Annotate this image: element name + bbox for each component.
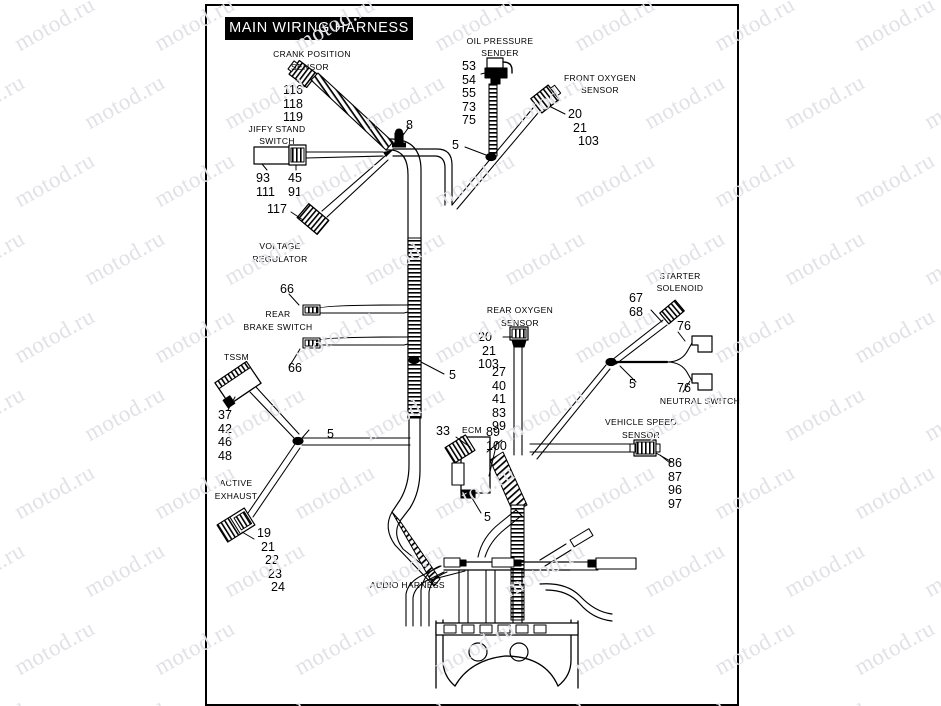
callout-68: 68: [629, 304, 643, 319]
callouts-vehicle-speed-sensor: 86 87 96 97: [668, 456, 682, 511]
label-rear-brake-switch-line1: REAR: [265, 309, 291, 319]
label-jiffy-stand-switch-line1: JIFFY STAND: [248, 124, 306, 134]
callout-48: 48: [218, 448, 232, 463]
callout-86: 86: [668, 456, 682, 470]
label-vehicle-speed-sensor-line1: VEHICLE SPEED: [604, 417, 678, 427]
callout-103: 103: [478, 357, 499, 372]
callout-83: 83: [492, 405, 506, 420]
callout-75: 75: [462, 113, 476, 128]
label-audio-harness: AUDIO HARNESS: [370, 580, 445, 590]
callout-42: 42: [218, 421, 232, 436]
callouts-jiffy-stand-right: 45 91: [288, 171, 302, 199]
label-neutral-switch: NEUTRAL SWITCH: [659, 396, 741, 406]
callout-8: 8: [406, 118, 413, 132]
callout-76-upper: 76: [677, 319, 691, 333]
callouts-active-exhaust: 19 21 22 23 24: [257, 526, 285, 595]
label-active-exhaust-line1: ACTIVE: [219, 478, 253, 488]
callout-66-lower: 66: [288, 361, 302, 375]
callout-20: 20: [478, 330, 492, 344]
label-rear-brake-switch-line2: BRAKE SWITCH: [243, 322, 313, 332]
callout-21: 21: [261, 539, 275, 554]
callout-76-lower: 76: [677, 381, 691, 395]
callout-24: 24: [271, 580, 285, 595]
label-rear-oxygen-sensor-line1: REAR OXYGEN: [486, 305, 554, 315]
callout-116: 116: [283, 83, 303, 97]
callout-20: 20: [568, 107, 582, 121]
callout-54: 54: [462, 72, 476, 87]
label-rear-oxygen-sensor-line2: SENSOR: [501, 318, 539, 328]
callouts-jiffy-stand-left: 93 111: [256, 171, 276, 199]
callout-87: 87: [668, 469, 682, 484]
callout-103: 103: [578, 134, 599, 149]
callout-53: 53: [462, 59, 476, 73]
callout-96: 96: [668, 483, 682, 498]
label-oil-pressure-sender-line2: SENDER: [481, 48, 519, 58]
label-starter-solenoid-line1: STARTER: [659, 271, 701, 281]
label-crank-position-sensor-line1: CRANK POSITION: [273, 49, 351, 59]
label-vehicle-speed-sensor-line2: SENSOR: [622, 430, 660, 440]
callout-37: 37: [218, 408, 232, 422]
callout-45: 45: [288, 171, 302, 185]
callout-21: 21: [482, 343, 496, 358]
callout-91: 91: [288, 184, 302, 199]
callout-118: 118: [283, 96, 303, 111]
callout-117: 117: [267, 202, 287, 216]
callout-21: 21: [573, 120, 587, 135]
callout-5-ecm: 5: [484, 510, 491, 524]
callout-97: 97: [668, 496, 682, 511]
label-starter-solenoid-line2: SOLENOID: [656, 283, 704, 293]
callouts-starter-solenoid: 67 68: [629, 291, 643, 319]
callout-89: 89: [486, 425, 500, 439]
callout-19: 19: [257, 526, 271, 540]
callouts-tssm: 37 42 46 48: [218, 408, 232, 463]
callout-23: 23: [268, 566, 282, 581]
callout-5-right: 5: [629, 377, 636, 391]
callout-5-trunk: 5: [449, 368, 456, 382]
label-oil-pressure-sender-line1: OIL PRESSURE: [466, 36, 534, 46]
callouts-ecm-upper: 27 40 41 83 99: [492, 365, 506, 434]
callout-67: 67: [629, 291, 643, 305]
callout-22: 22: [265, 553, 279, 568]
callout-119: 119: [283, 110, 303, 125]
callouts-front-oxygen-sensor: 20 21 103: [568, 107, 599, 149]
callout-93: 93: [256, 171, 270, 185]
label-voltage-regulator-line1: VOLTAGE: [259, 241, 301, 251]
callouts-rear-oxygen-sensor: 20 21 103: [478, 330, 499, 372]
callout-55: 55: [462, 86, 476, 101]
label-voltage-regulator-line2: REGULATOR: [252, 254, 308, 264]
callout-5-mid-left: 5: [327, 427, 334, 441]
callouts-crank-position-sensor: 116 118 119: [283, 83, 303, 125]
label-front-oxygen-sensor-line2: SENSOR: [581, 85, 619, 95]
callout-5-top: 5: [452, 138, 459, 152]
diagram-frame: [205, 4, 739, 706]
label-tssm: TSSM: [224, 352, 250, 362]
callout-73: 73: [462, 99, 476, 114]
callout-41: 41: [492, 392, 506, 407]
label-jiffy-stand-switch-line2: SWITCH: [259, 136, 295, 146]
label-active-exhaust-line2: EXHAUST: [214, 491, 258, 501]
label-front-oxygen-sensor-line1: FRONT OXYGEN: [563, 73, 637, 83]
callout-33: 33: [436, 424, 450, 438]
callout-66-upper: 66: [280, 282, 294, 296]
page-title: MAIN WIRING HARNESS: [229, 20, 409, 36]
label-crank-position-sensor-line2: SENSOR: [291, 62, 329, 72]
diagram-title-bar: MAIN WIRING HARNESS: [225, 17, 413, 40]
callout-100: 100: [486, 438, 507, 453]
callouts-oil-pressure-sender: 53 54 55 73 75: [462, 59, 476, 128]
callout-99: 99: [492, 419, 506, 434]
callouts-ecm-lower: 89 100: [486, 425, 507, 453]
callout-40: 40: [492, 378, 506, 393]
callout-111: 111: [256, 184, 276, 199]
label-ecm: ECM: [462, 425, 482, 435]
callout-46: 46: [218, 435, 232, 450]
callout-27: 27: [492, 365, 506, 379]
